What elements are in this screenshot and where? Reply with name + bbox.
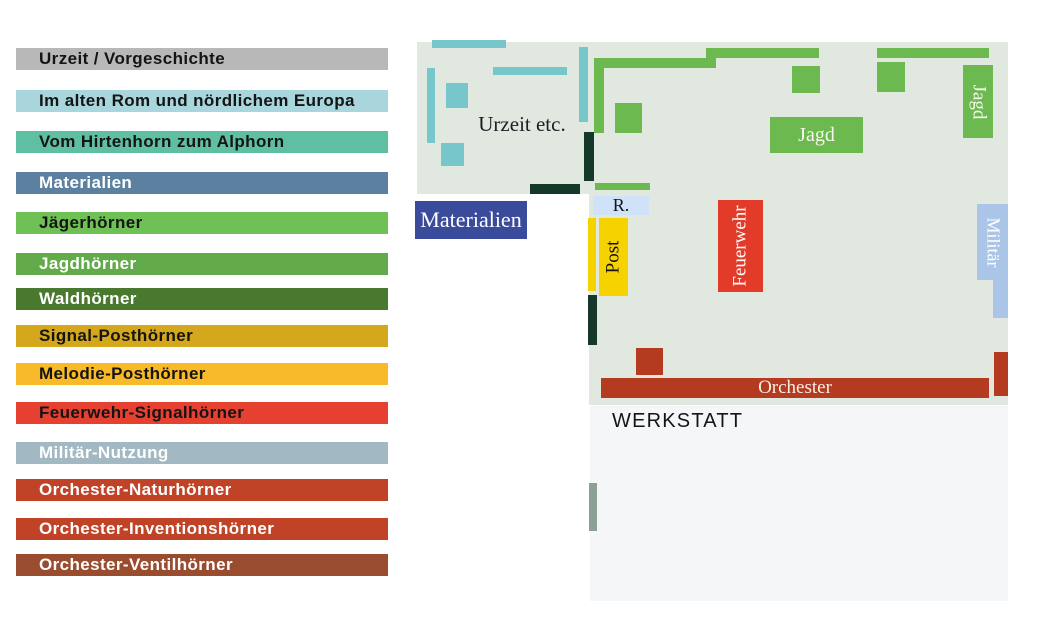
werkstatt-floor bbox=[590, 406, 1008, 601]
urzeit-case-1 bbox=[432, 40, 506, 48]
legend-item-label: Jägerhörner bbox=[39, 213, 143, 232]
urzeit-case-3 bbox=[427, 68, 435, 143]
feuerwehr-label-box: Feuerwehr bbox=[718, 200, 763, 292]
orchester-label-bar: Orchester bbox=[601, 377, 989, 398]
jagd-wall-1 bbox=[594, 58, 604, 133]
urzeit-room-label: Urzeit etc. bbox=[478, 112, 566, 136]
jagd-wall-3 bbox=[706, 48, 819, 58]
legend-item-8: Signal-Posthörner bbox=[16, 325, 388, 347]
legend-item-label: Urzeit / Vorgeschichte bbox=[39, 49, 226, 68]
legend-item-4: Materialien bbox=[16, 172, 388, 194]
legend-item-label: Feuerwehr-Signalhörner bbox=[39, 403, 245, 422]
legend-item-label: Vom Hirtenhorn zum Alphorn bbox=[39, 132, 285, 151]
jagd-case-2 bbox=[792, 66, 820, 93]
legend-item-11: Militär-Nutzung bbox=[16, 442, 388, 464]
legend-item-9: Melodie-Posthörner bbox=[16, 363, 388, 385]
orchester-label: Orchester bbox=[758, 377, 832, 398]
legend-item-label: Im alten Rom und nördlichem Europa bbox=[39, 91, 355, 110]
materialien-label: Materialien bbox=[420, 207, 522, 232]
legend-item-3: Vom Hirtenhorn zum Alphorn bbox=[16, 131, 388, 153]
jagd-room-label-box: Jagd bbox=[770, 117, 863, 153]
floorplan-map: Jagd Jagd R. Post Feuerwehr Militär Orch… bbox=[415, 40, 1008, 601]
legend-item-label: Militär-Nutzung bbox=[39, 443, 169, 462]
urzeit-case-6 bbox=[579, 47, 588, 122]
orchester-side-bar bbox=[994, 352, 1008, 396]
r-label: R. bbox=[612, 195, 630, 215]
jagd-side-label: Jagd bbox=[968, 84, 990, 119]
legend-item-label: Orchester-Ventilhörner bbox=[39, 555, 233, 574]
post-label: Post bbox=[602, 240, 624, 274]
post-label-box: Post bbox=[599, 218, 628, 296]
legend-item-label: Melodie-Posthörner bbox=[39, 364, 206, 383]
materialien-label-box: Materialien bbox=[415, 201, 527, 239]
legend-item-10: Feuerwehr-Signalhörner bbox=[16, 402, 388, 424]
jagd-room-label: Jagd bbox=[798, 123, 835, 146]
jagd-bar-small bbox=[595, 183, 650, 190]
legend-item-label: Materialien bbox=[39, 173, 133, 192]
legend-item-label: Signal-Posthörner bbox=[39, 326, 194, 345]
legend-item-12: Orchester-Naturhörner bbox=[16, 479, 388, 501]
legend-item-1: Urzeit / Vorgeschichte bbox=[16, 48, 388, 70]
legend-item-2: Im alten Rom und nördlichem Europa bbox=[16, 90, 388, 112]
urzeit-case-5 bbox=[441, 143, 464, 166]
feuerwehr-label: Feuerwehr bbox=[729, 205, 751, 287]
r-label-box: R. bbox=[593, 195, 649, 215]
militaer-label-box: Militär bbox=[977, 204, 1008, 280]
passage-bar-1 bbox=[584, 132, 594, 181]
werkstatt-bar bbox=[589, 483, 597, 531]
militaer-label: Militär bbox=[983, 217, 1003, 267]
jagd-side-label-box: Jagd bbox=[963, 65, 993, 138]
legend-item-7: Waldhörner bbox=[16, 288, 388, 310]
passage-bar-3 bbox=[588, 295, 597, 345]
passage-bar-2 bbox=[530, 184, 580, 194]
legend-item-5: Jägerhörner bbox=[16, 212, 388, 234]
legend-item-label: Waldhörner bbox=[39, 289, 137, 308]
urzeit-case-4 bbox=[446, 83, 468, 108]
legend-item-13: Orchester-Inventionshörner bbox=[16, 518, 388, 540]
legend-item-label: Orchester-Naturhörner bbox=[39, 480, 232, 499]
legend-item-label: Jagdhörner bbox=[39, 254, 137, 273]
legend-item-6: Jagdhörner bbox=[16, 253, 388, 275]
jagd-case-1 bbox=[615, 103, 642, 133]
jagd-wall-4 bbox=[877, 48, 989, 58]
jagd-wall-2 bbox=[594, 58, 716, 68]
legend-item-label: Orchester-Inventionshörner bbox=[39, 519, 275, 538]
legend-item-14: Orchester-Ventilhörner bbox=[16, 554, 388, 576]
post-strip bbox=[588, 218, 596, 291]
werkstatt-label: WERKSTATT bbox=[612, 410, 744, 432]
militaer-extension bbox=[993, 280, 1008, 318]
urzeit-case-2 bbox=[493, 67, 567, 75]
orchester-case bbox=[636, 348, 663, 375]
jagd-case-3 bbox=[877, 62, 905, 92]
